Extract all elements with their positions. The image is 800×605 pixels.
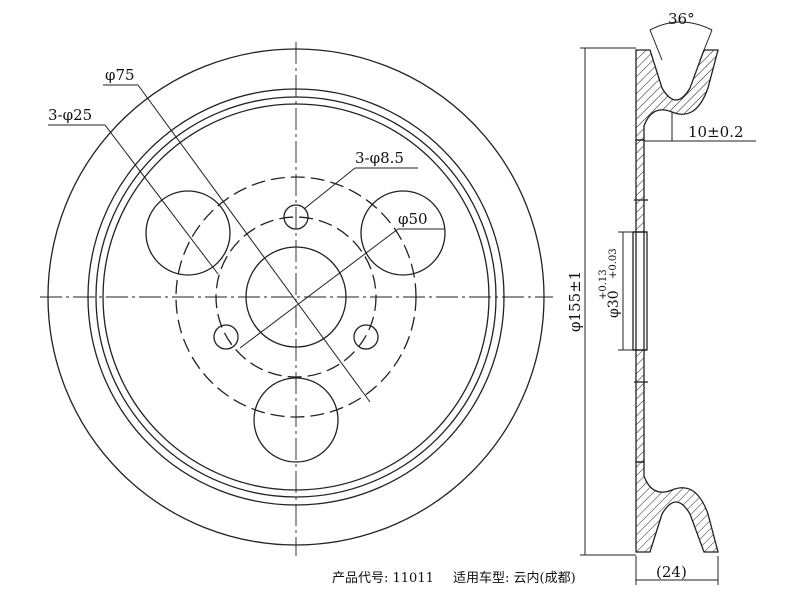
label-outer-diameter: φ155±1 xyxy=(566,271,584,332)
label-bolt-holes: 3-φ25 xyxy=(48,106,92,124)
top-groove-section xyxy=(635,49,719,141)
label-small-holes: 3-φ8.5 xyxy=(355,149,404,167)
small-hole-left xyxy=(213,324,239,350)
label-bore-diameter: φ30 xyxy=(606,290,622,318)
section-dimensions xyxy=(580,21,756,585)
large-hole-upper-left xyxy=(145,190,231,276)
center-lines xyxy=(40,42,553,556)
leader-lines xyxy=(48,84,444,403)
bottom-groove-section xyxy=(635,461,719,553)
label-bore-tolerance-lower: +0.03 xyxy=(608,248,619,279)
label-width: (24) xyxy=(656,563,687,581)
label-groove-offset: 10±0.2 xyxy=(688,123,744,141)
caption-vehicle: 适用车型: 云内(成都) xyxy=(453,570,576,586)
label-hole-circle: φ50 xyxy=(398,210,428,228)
section-view xyxy=(632,49,719,553)
bore-gap xyxy=(632,231,648,351)
small-hole-right xyxy=(353,324,379,350)
label-bore-tolerance-upper: +0.13 xyxy=(598,269,609,300)
caption-product-code: 产品代号: 11011 xyxy=(332,571,434,586)
large-hole-upper-right xyxy=(360,190,446,276)
label-groove-angle: 36° xyxy=(668,10,695,28)
label-outer-hole-circle: φ75 xyxy=(105,66,135,84)
